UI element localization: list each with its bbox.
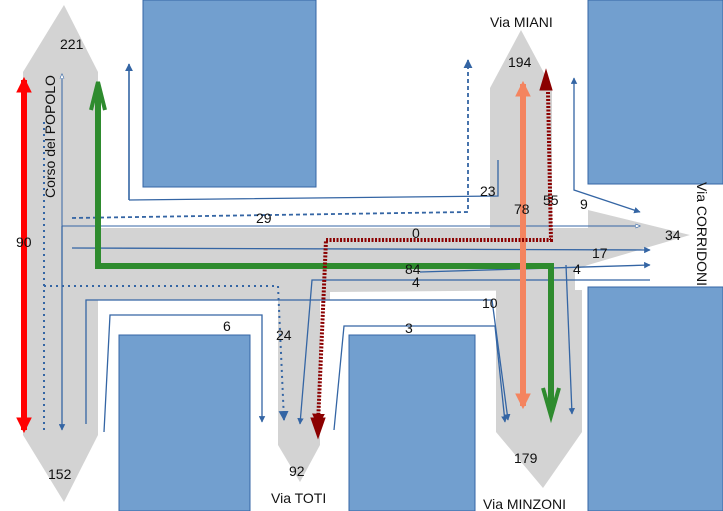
- main-flows: [16, 68, 561, 440]
- flow-values: 90 29 23 78 55 9 0 17 84 4 4 10 6 24 3: [16, 183, 608, 343]
- arrow-minzoni-up: [565, 264, 576, 415]
- flow-green-84-head-top: [89, 81, 107, 111]
- thin-flow-arrows: [43, 59, 651, 433]
- block-bottom-left: [118, 334, 251, 511]
- block-bottom-right: [587, 286, 723, 511]
- label-corso-popolo: Corso del POPOLO: [42, 75, 58, 198]
- label-via-toti: Via TOTI: [271, 490, 326, 506]
- value-6: 6: [223, 318, 231, 334]
- total-values: 221 152 194 34 92 179: [48, 36, 681, 482]
- building-blocks: [118, 0, 723, 511]
- value-10: 10: [482, 295, 498, 311]
- value-3: 3: [405, 320, 413, 336]
- flow-darkred-55-head: [539, 68, 553, 91]
- flow-darkred-55: [312, 91, 554, 427]
- value-55: 55: [543, 192, 559, 208]
- arrow-3: [333, 325, 508, 431]
- value-78: 78: [514, 201, 530, 217]
- flow-green-84-head-bottom: [541, 387, 561, 424]
- label-via-corridoni: Via CORRIDONI: [694, 182, 710, 286]
- value-90: 90: [16, 234, 32, 250]
- flow-darkred-toti-head: [310, 417, 326, 440]
- arrow-17: [71, 246, 651, 254]
- road-via-toti: [278, 278, 320, 482]
- arrow-10: [85, 299, 511, 424]
- street-labels: Corso del POPOLO Via MIANI Via CORRIDONI…: [42, 14, 710, 511]
- block-bottom-mid: [348, 334, 476, 511]
- road-via-minzoni: [496, 290, 582, 488]
- value-4-right: 4: [573, 261, 581, 277]
- arrow-9: [570, 77, 641, 214]
- total-minzoni: 179: [514, 450, 538, 466]
- value-84: 84: [405, 261, 421, 277]
- value-29: 29: [256, 210, 272, 226]
- total-miani-top: 194: [508, 54, 532, 70]
- value-9: 9: [580, 196, 588, 212]
- value-24: 24: [276, 327, 292, 343]
- value-17: 17: [592, 245, 608, 261]
- label-via-miani: Via MIANI: [490, 14, 553, 30]
- value-23: 23: [480, 183, 496, 199]
- arrow-dotted-to-toti: [44, 285, 289, 421]
- total-corridoni: 34: [665, 227, 681, 243]
- label-via-minzoni: Via MINZONI: [483, 496, 566, 511]
- value-0: 0: [412, 225, 420, 241]
- block-top-right: [587, 0, 723, 185]
- total-popolo-top: 221: [60, 36, 84, 52]
- total-toti: 92: [289, 463, 305, 479]
- value-4-mid: 4: [412, 274, 420, 290]
- block-top-left: [142, 0, 317, 188]
- road-cross-main: [68, 210, 690, 300]
- total-popolo-bottom: 152: [48, 466, 72, 482]
- arrow-4-toti: [297, 279, 650, 425]
- arrow-6: [103, 314, 266, 433]
